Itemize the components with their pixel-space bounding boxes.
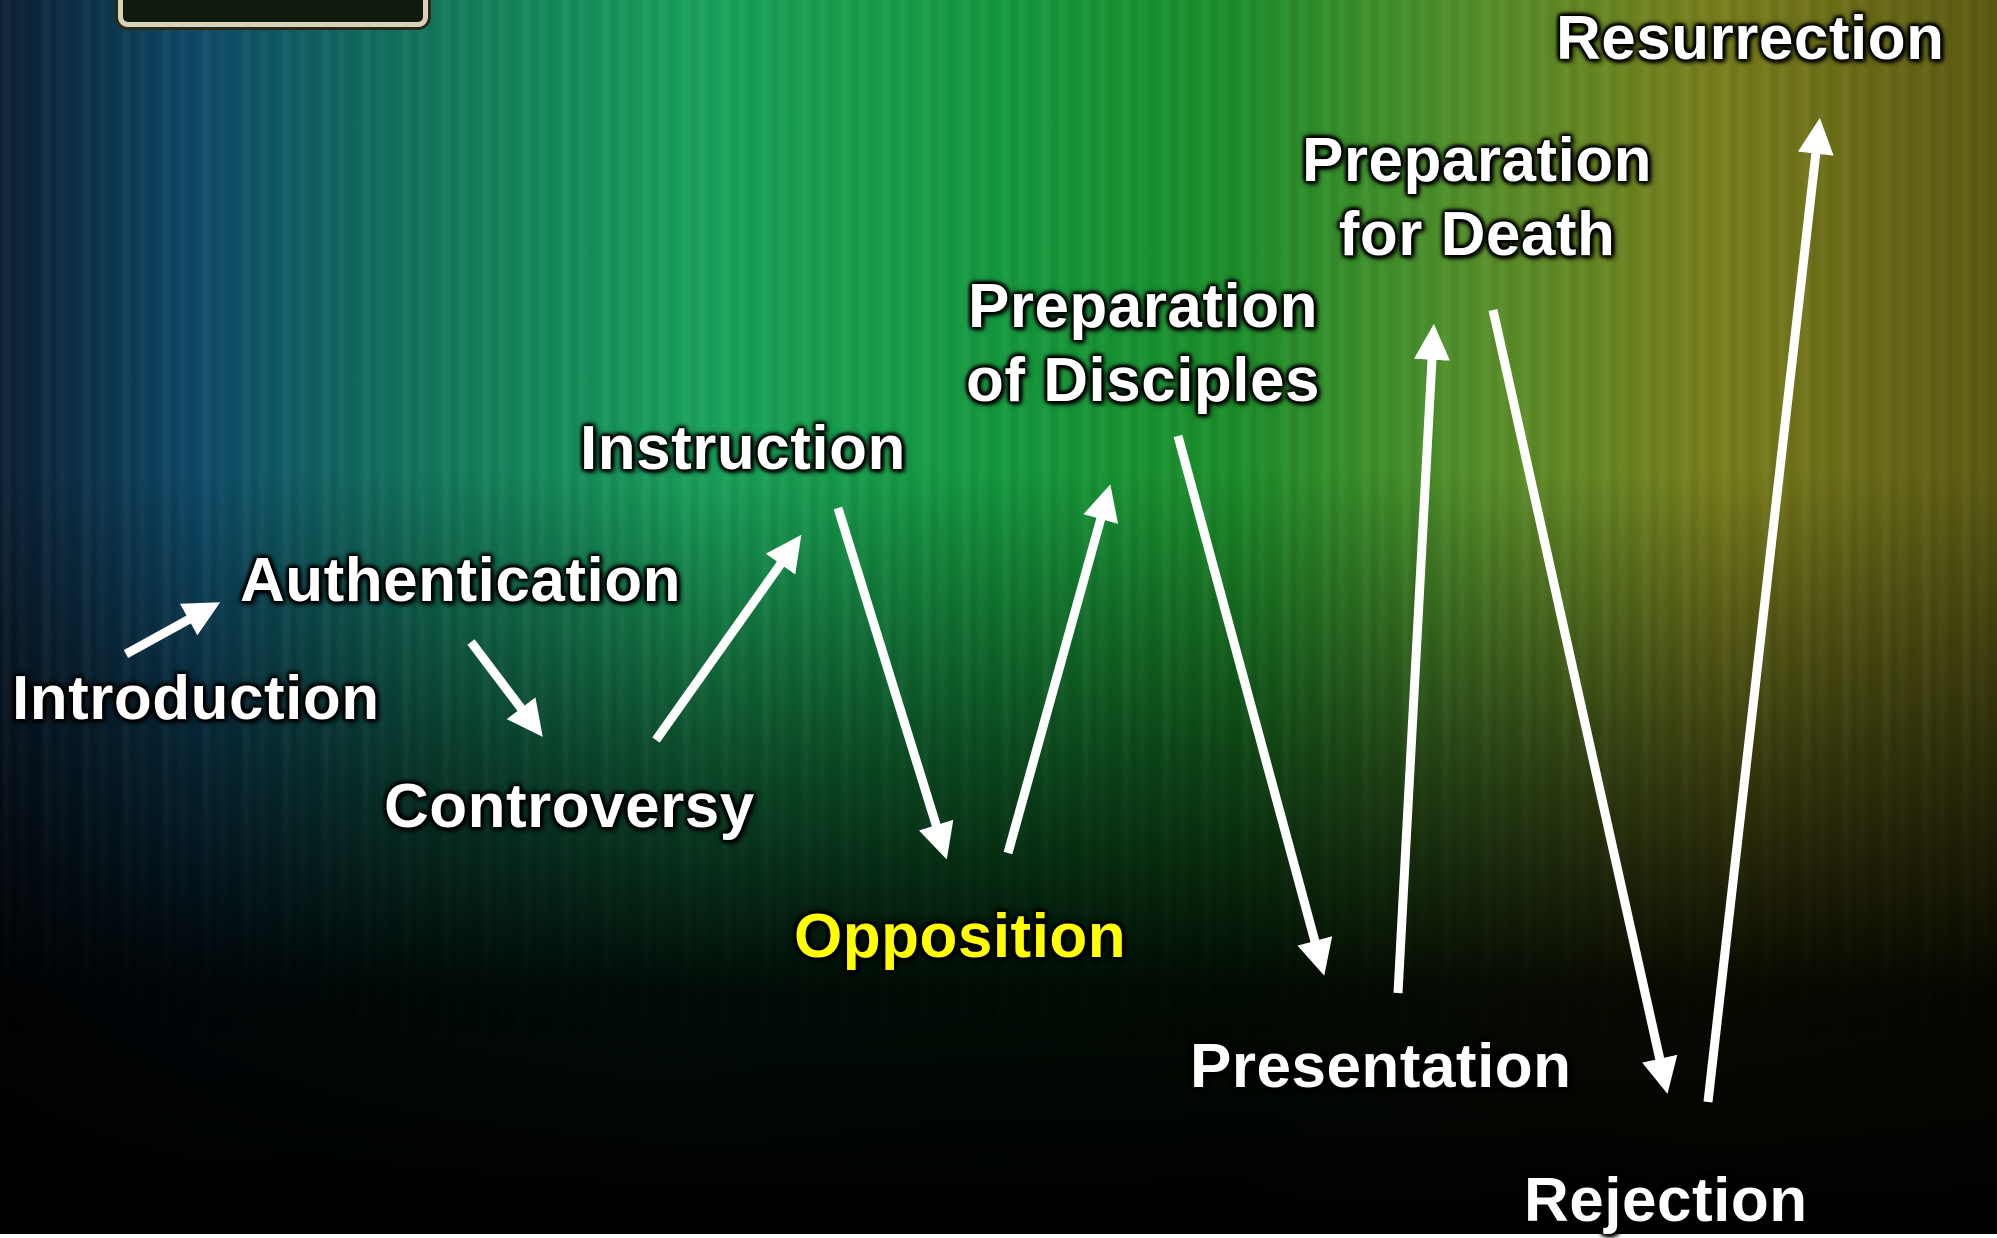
- arrow-preparation-of-disciples-to-presentation: [1173, 434, 1333, 976]
- stage-introduction: Introduction: [12, 664, 380, 733]
- arrow-authentication-to-controversy: [467, 639, 543, 737]
- stage-preparation-of-disciples-line-1: Preparation: [967, 272, 1319, 341]
- arrow-introduction-to-authentication: [123, 602, 221, 658]
- logo-fragment: [118, 0, 428, 27]
- stage-authentication: Authentication: [240, 546, 681, 615]
- stage-preparation-of-disciples: Preparation of Disciples: [966, 270, 1320, 419]
- stage-preparation-for-death: Preparation for Death: [1302, 124, 1652, 273]
- stage-preparation-for-death-line-2: for Death: [1338, 200, 1616, 270]
- stage-presentation: Presentation: [1190, 1032, 1572, 1101]
- stage-controversy: Controversy: [384, 772, 755, 841]
- stage-preparation-of-disciples-line-2: of Disciples: [966, 346, 1320, 416]
- arrow-controversy-to-instruction: [652, 534, 802, 743]
- stage-instruction: Instruction: [580, 414, 906, 483]
- stage-preparation-for-death-line-1: Preparation: [1302, 126, 1653, 195]
- arrow-preparation-for-death-to-rejection: [1488, 309, 1678, 1094]
- stage-resurrection: Resurrection: [1556, 4, 1945, 73]
- stage-opposition: Opposition: [794, 902, 1127, 971]
- arrow-rejection-to-resurrection: [1703, 117, 1834, 1103]
- arrow-opposition-to-preparation-of-disciples: [1003, 484, 1119, 855]
- arrow-instruction-to-opposition: [833, 506, 954, 860]
- arrow-presentation-to-preparation-for-death: [1393, 323, 1450, 994]
- stage-rejection: Rejection: [1524, 1166, 1808, 1235]
